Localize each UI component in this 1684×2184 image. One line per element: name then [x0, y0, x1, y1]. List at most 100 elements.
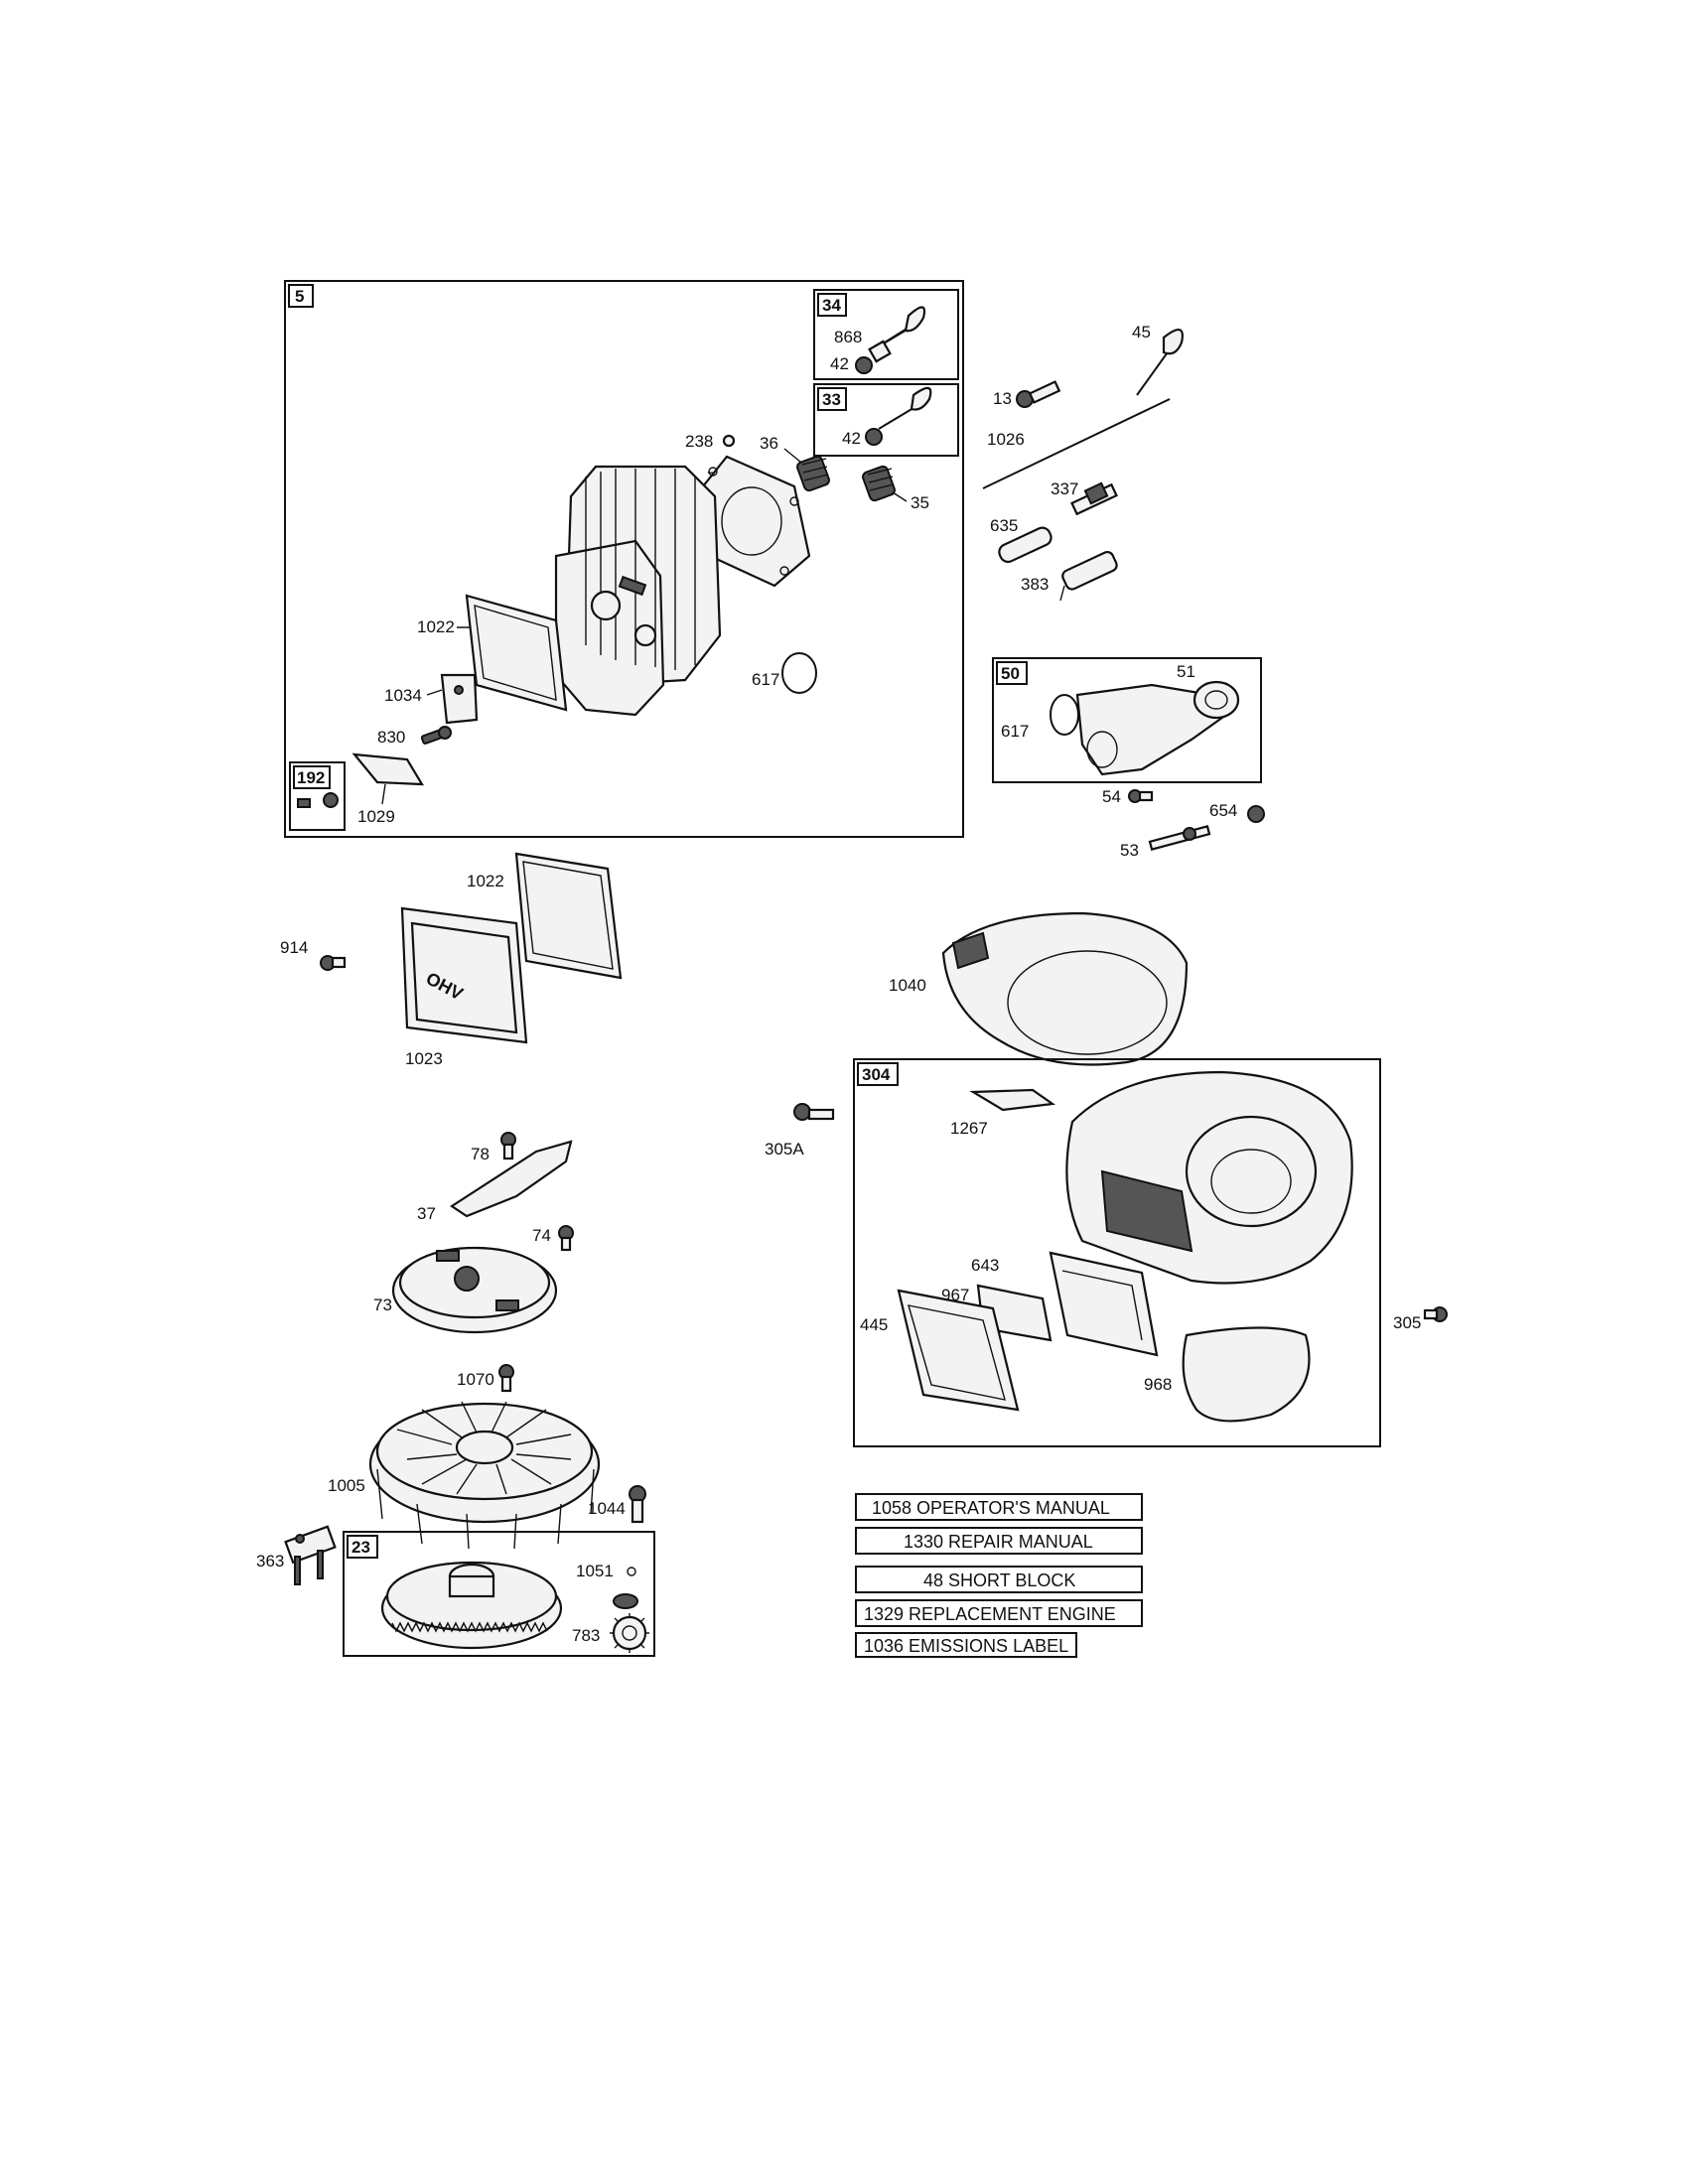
- label-1044: 1044: [588, 1499, 626, 1518]
- label-445: 445: [860, 1315, 888, 1334]
- label-45: 45: [1132, 323, 1151, 341]
- bracket-1029-icon: [351, 752, 424, 786]
- label-383: 383: [1021, 575, 1049, 594]
- intake-valve-icon: [865, 386, 932, 446]
- flywheel-icon: [380, 1561, 563, 1650]
- push-rod-icon: [982, 398, 1171, 489]
- screw-74-icon: [558, 1225, 574, 1252]
- label-42-b: 42: [842, 429, 861, 448]
- label-42-a: 42: [830, 354, 849, 373]
- air-duct-643-icon: [1049, 1251, 1159, 1357]
- kit-replacement-engine: 1329 REPLACEMENT ENGINE: [864, 1604, 1116, 1624]
- label-1034: 1034: [384, 686, 422, 705]
- label-13: 13: [993, 389, 1012, 408]
- label-50: 50: [1001, 664, 1020, 683]
- box-tag-192: [293, 765, 331, 789]
- label-363: 363: [256, 1552, 284, 1570]
- air-guide-group: 1040: [889, 911, 1189, 1066]
- intake-manifold-box-50: [992, 657, 1262, 783]
- o-ring-617b-icon: [1050, 694, 1079, 736]
- valve-spring-36-icon: [796, 455, 830, 492]
- box-tag-5: [288, 284, 314, 308]
- box-tag-304: [857, 1062, 899, 1086]
- grille-445-icon: [897, 1289, 1020, 1412]
- stud-53-icon: [1148, 825, 1211, 851]
- label-654: 654: [1209, 801, 1237, 820]
- kit-box-3: [855, 1599, 1143, 1627]
- flywheel-box-23: [343, 1531, 655, 1657]
- label-1023: 1023: [405, 1049, 443, 1068]
- blower-housing-icon: [1065, 1070, 1353, 1285]
- label-643: 643: [971, 1256, 999, 1275]
- key-1051-icon: [627, 1567, 636, 1576]
- label-617-b: 617: [1001, 722, 1029, 741]
- box-tag-23: [347, 1535, 378, 1559]
- label-868: 868: [834, 328, 862, 346]
- cover-968-icon: [1182, 1326, 1311, 1423]
- box-tag-34: [817, 293, 847, 317]
- box-tag-33: [817, 387, 847, 411]
- shield-37-icon: [449, 1140, 573, 1218]
- label-74: 74: [532, 1226, 551, 1245]
- intake-manifold-icon: [1075, 680, 1240, 776]
- label-78: 78: [471, 1145, 490, 1163]
- o-ring-617a-icon: [781, 652, 817, 694]
- blower-housing-box-304: [853, 1058, 1381, 1447]
- retainer-icon: [722, 434, 736, 448]
- kit-box-4: [855, 1632, 1077, 1658]
- label-73: 73: [373, 1296, 392, 1314]
- flywheel-group: 78 37 74 73 1070 1005: [256, 1132, 655, 1657]
- decal-1267-icon: [969, 1088, 1055, 1112]
- screen-73-icon: [391, 1246, 558, 1334]
- bolt-13-icon: [1016, 380, 1061, 408]
- kit-short-block: 48 SHORT BLOCK: [923, 1570, 1075, 1590]
- label-617-a: 617: [752, 670, 779, 689]
- screw-305A-icon: [793, 1103, 835, 1121]
- air-guide-icon: [941, 911, 1189, 1066]
- screw-1070-icon: [498, 1364, 514, 1393]
- valve-cover-group: 1022 914 OHV 1023: [280, 852, 623, 1068]
- label-238: 238: [685, 432, 713, 451]
- bolt-1044-icon: [629, 1485, 646, 1524]
- spark-plug-icon: [1070, 481, 1118, 516]
- valve-spring-35-icon: [862, 465, 896, 502]
- label-34: 34: [822, 296, 841, 315]
- label-23: 23: [351, 1538, 370, 1557]
- label-635: 635: [990, 516, 1018, 535]
- nut-192-icon: [297, 792, 339, 808]
- valvetrain-loose-parts: 13 45 1026 337 635 383 50 51 617: [982, 323, 1265, 860]
- label-968: 968: [1144, 1375, 1172, 1394]
- label-1022-b: 1022: [467, 872, 504, 890]
- valve-box-34: [813, 289, 959, 380]
- screw-305-icon: [1423, 1306, 1448, 1322]
- label-37: 37: [417, 1204, 436, 1223]
- cylinder-head-frame: [284, 280, 964, 838]
- kit-box-2: [855, 1566, 1143, 1593]
- label-51: 51: [1177, 662, 1195, 681]
- kit-operators-manual: 1058 OPERATOR'S MANUAL: [872, 1498, 1110, 1518]
- cylinder-head-group: 5 34 868 42 33 42 238 36: [284, 280, 964, 838]
- screw-78-icon: [500, 1132, 516, 1160]
- label-1051: 1051: [576, 1562, 614, 1580]
- exhaust-valve-icon: [855, 306, 926, 374]
- screw-830-icon: [420, 726, 452, 745]
- box-192: [289, 761, 346, 831]
- gear-783-icon: [610, 1613, 649, 1653]
- label-53: 53: [1120, 841, 1139, 860]
- cover-gasket-icon: [514, 852, 623, 980]
- label-192: 192: [297, 768, 325, 787]
- kit-box-1: [855, 1527, 1143, 1555]
- box-tag-50: [996, 661, 1028, 685]
- label-1005: 1005: [328, 1476, 365, 1495]
- label-1267: 1267: [950, 1119, 988, 1138]
- label-1026: 1026: [987, 430, 1025, 449]
- label-1040: 1040: [889, 976, 926, 995]
- breather-plate-icon: [440, 673, 479, 725]
- label-1022-a: 1022: [417, 617, 455, 636]
- label-54: 54: [1102, 787, 1121, 806]
- kit-box-0: [855, 1493, 1143, 1521]
- washer-1051-icon: [613, 1593, 638, 1609]
- valve-45-icon: [1136, 329, 1184, 396]
- label-1070: 1070: [457, 1370, 494, 1389]
- label-5: 5: [295, 287, 304, 306]
